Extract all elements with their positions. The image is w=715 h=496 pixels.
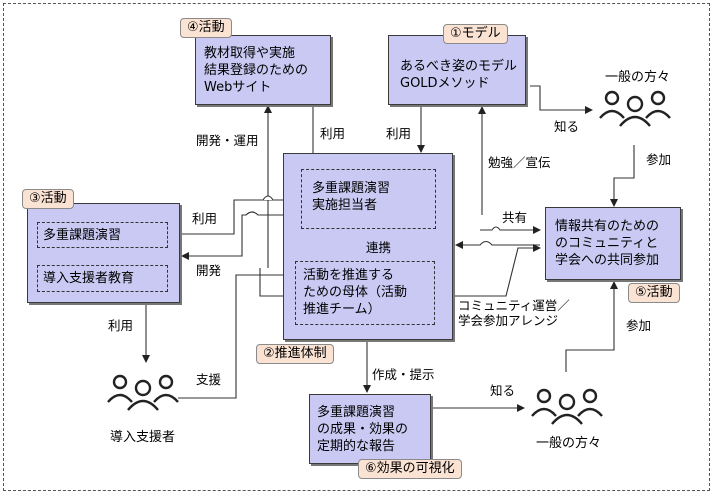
community-box: [545, 207, 681, 280]
edge-label-study: 勉強／宣伝: [488, 155, 551, 170]
arrow-supporters-to-team: [178, 274, 294, 399]
people-icon-top: [599, 90, 671, 127]
edge-label-comm-ops: コミュニティ運営／ 学会参加アレンジ: [458, 298, 570, 328]
exercise-text: 多重課題演習: [43, 228, 122, 243]
edge-label-use-down: 利用: [108, 318, 134, 333]
community-text: 情報共有のための のコミュニティと 学会への共同参加: [555, 219, 660, 268]
tag-activity-3: ③活動: [22, 189, 74, 209]
report-box: [309, 394, 431, 464]
tag-visualization: ⑥効果の可視化: [358, 459, 462, 479]
arrow-share: [480, 226, 541, 234]
team-text: 活動を推進する ための母体（活動 推進チーム）: [303, 268, 408, 317]
arrow-staff-to-exercise: [181, 211, 301, 260]
activity3-box: [27, 203, 180, 303]
support-edu-text: 導入支援者教育: [43, 271, 135, 286]
website-text: 教材取得や実施 結果登録のための Webサイト: [204, 46, 309, 95]
system-box: [283, 153, 453, 340]
edge-label-use-model: 利用: [386, 126, 412, 141]
arrow-exercise-to-staff: [168, 196, 302, 235]
public-top-label: 一般の方々: [605, 70, 671, 85]
diagram-frame: [3, 3, 710, 491]
tag-model: ①モデル: [443, 24, 508, 44]
arrow-share-back: [455, 240, 540, 249]
edge-label-create: 作成・提示: [372, 367, 435, 382]
edge-label-share: 共有: [502, 210, 528, 225]
staff-subbox: [301, 169, 436, 229]
tag-activity-5: ⑤活動: [628, 283, 680, 303]
tag-activity-4: ④活動: [180, 18, 232, 38]
arrow-team-to-community: [259, 244, 541, 297]
supporters-label: 導入支援者: [110, 430, 176, 445]
edge-label-dev-ops: 開発・運用: [196, 133, 259, 148]
staff-text: 多重課題演習 実施担当者: [312, 181, 391, 213]
edge-label-support: 支援: [196, 372, 222, 387]
edge-label-use-left: 利用: [192, 211, 218, 226]
exercise-subbox: [37, 222, 168, 248]
arrow-public-to-community-2: [565, 281, 618, 372]
support-edu-subbox: [37, 265, 168, 292]
edge-label-use-web: 利用: [320, 126, 346, 141]
edge-label-dev-left: 開発: [196, 263, 222, 278]
people-icon-supporters: [107, 374, 179, 411]
edge-label-join-top: 参加: [646, 152, 672, 167]
model-box: [388, 35, 526, 105]
report-text: 多重課題演習 の成果・効果の 定期的な報告: [317, 405, 409, 454]
arrow-model-to-public: [530, 85, 593, 114]
model-text: あるべき姿のモデル GOLDメソッド: [400, 59, 518, 91]
website-box: [195, 35, 331, 105]
edge-label-know-top: 知る: [554, 119, 580, 134]
team-subbox: [295, 261, 435, 325]
public-bottom-label: 一般の方々: [536, 436, 602, 451]
people-icon-bottom: [531, 388, 603, 425]
edge-label-link: 連携: [366, 240, 392, 255]
arrow-public-to-community: [610, 145, 635, 207]
edge-label-know-bottom: 知る: [490, 383, 516, 398]
edge-label-join-bottom: 参加: [626, 318, 652, 333]
tag-system: ②推進体制: [256, 344, 334, 364]
